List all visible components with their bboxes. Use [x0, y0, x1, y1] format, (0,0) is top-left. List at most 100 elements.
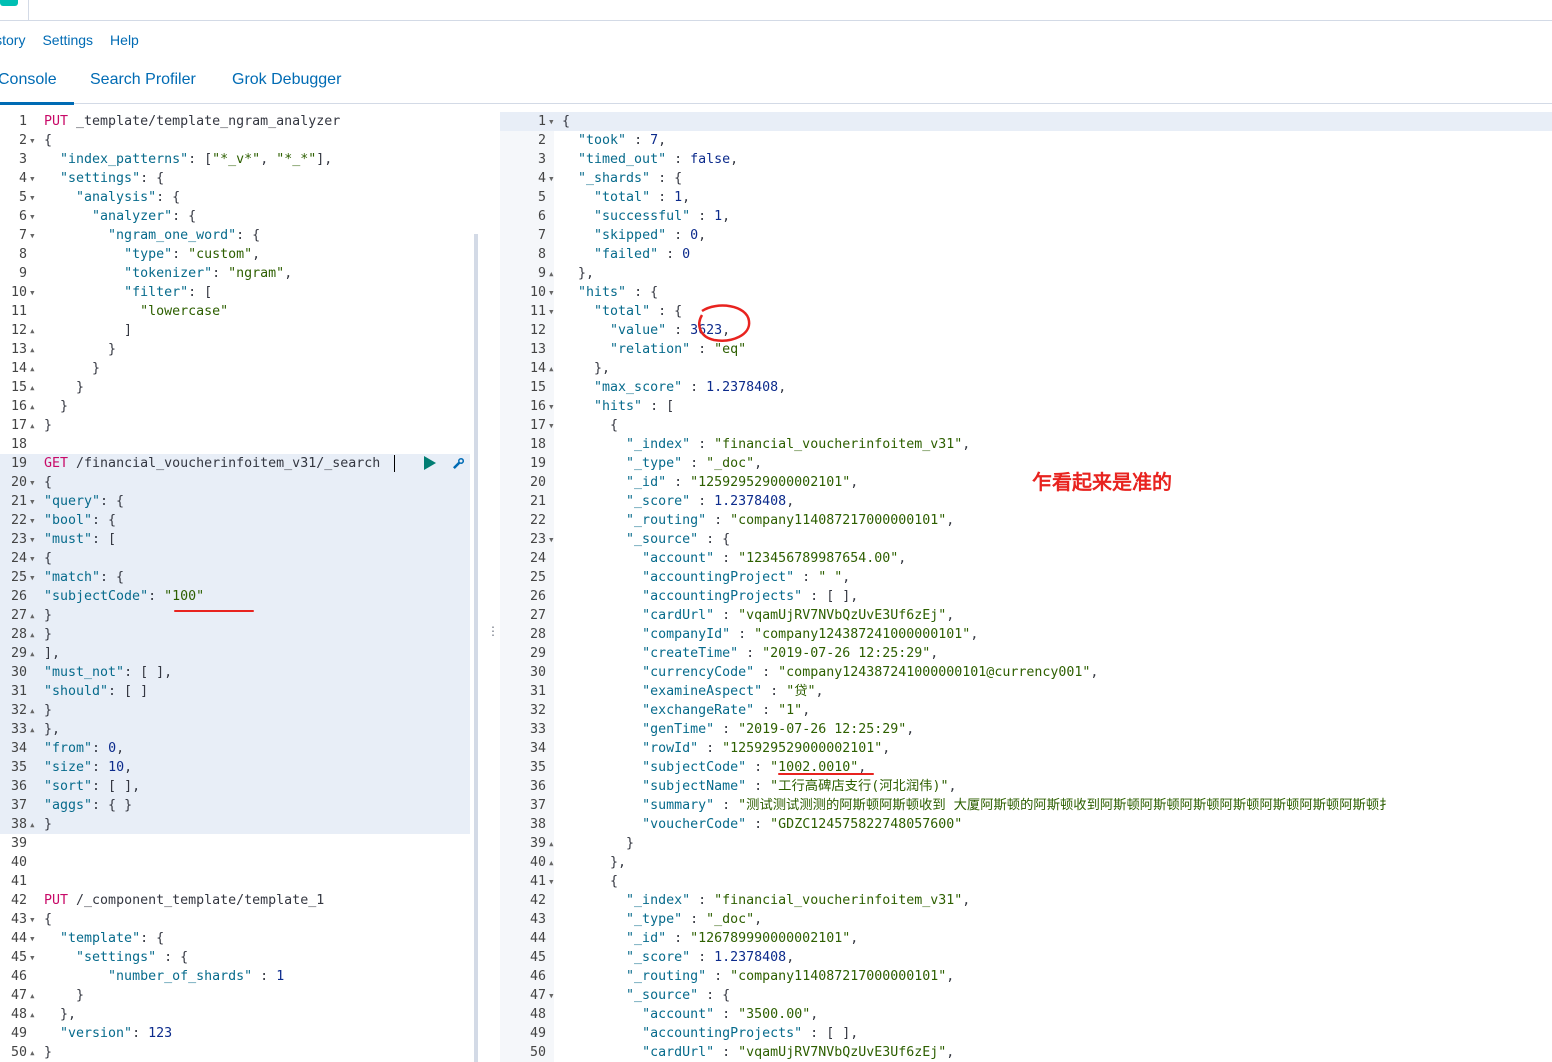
fold-toggle-icon[interactable]: ▴ [29, 704, 36, 717]
fold-toggle-icon[interactable]: ▾ [29, 533, 36, 546]
request-line[interactable]: 6▾ "analyzer": { [0, 207, 480, 226]
fold-toggle-icon[interactable]: ▾ [29, 932, 36, 945]
request-line[interactable]: 48▴ }, [0, 1005, 480, 1024]
request-line[interactable]: 44▾ "template": { [0, 929, 480, 948]
request-line[interactable]: 32▴} [0, 701, 480, 720]
fold-toggle-icon[interactable]: ▾ [29, 951, 36, 964]
request-line[interactable]: 36"sort": [ ], [0, 777, 480, 796]
request-line[interactable]: 41 [0, 872, 480, 891]
request-line[interactable]: 50▴} [0, 1043, 480, 1062]
request-line[interactable]: 9 "tokenizer": "ngram", [0, 264, 480, 283]
fold-toggle-icon[interactable]: ▴ [29, 343, 36, 356]
request-line[interactable]: 5▾ "analysis": { [0, 188, 480, 207]
fold-toggle-icon[interactable]: ▾ [548, 419, 555, 432]
fold-toggle-icon[interactable]: ▴ [29, 324, 36, 337]
request-line[interactable]: 37"aggs": { } [0, 796, 480, 815]
play-icon[interactable] [424, 456, 436, 470]
fold-toggle-icon[interactable]: ▾ [29, 514, 36, 527]
fold-toggle-icon[interactable]: ▾ [29, 495, 36, 508]
resize-grip-icon[interactable]: ⋮ [487, 624, 499, 638]
fold-toggle-icon[interactable]: ▾ [29, 913, 36, 926]
request-line[interactable]: 31"should": [ ] [0, 682, 480, 701]
fold-toggle-icon[interactable]: ▴ [29, 609, 36, 622]
fold-toggle-icon[interactable]: ▾ [29, 229, 36, 242]
request-line[interactable]: 15▴ } [0, 378, 480, 397]
fold-toggle-icon[interactable]: ▴ [548, 267, 555, 280]
request-line[interactable]: 4▾ "settings": { [0, 169, 480, 188]
fold-toggle-icon[interactable]: ▴ [29, 628, 36, 641]
request-line[interactable]: 14▴ } [0, 359, 480, 378]
fold-toggle-icon[interactable]: ▴ [29, 989, 36, 1002]
request-line[interactable]: 35"size": 10, [0, 758, 480, 777]
request-line[interactable]: 7▾ "ngram_one_word": { [0, 226, 480, 245]
fold-toggle-icon[interactable]: ▾ [29, 552, 36, 565]
request-line[interactable]: 8 "type": "custom", [0, 245, 480, 264]
fold-toggle-icon[interactable]: ▾ [548, 115, 555, 128]
tab-grok-debugger[interactable]: Grok Debugger [232, 71, 342, 88]
panel-resizer[interactable]: ⋮ [474, 104, 500, 1062]
wrench-icon[interactable] [450, 456, 466, 472]
fold-toggle-icon[interactable]: ▾ [29, 134, 36, 147]
request-line[interactable]: 12▴ ] [0, 321, 480, 340]
request-line[interactable]: 16▴ } [0, 397, 480, 416]
request-line[interactable]: 24▾{ [0, 549, 480, 568]
request-line[interactable]: 28▴} [0, 625, 480, 644]
request-line[interactable]: 25▾"match": { [0, 568, 480, 587]
menu-settings[interactable]: Settings [42, 32, 94, 48]
fold-toggle-icon[interactable]: ▴ [29, 1008, 36, 1021]
fold-toggle-icon[interactable]: ▴ [548, 856, 555, 869]
tab-console[interactable]: Console [0, 71, 57, 88]
fold-toggle-icon[interactable]: ▴ [29, 400, 36, 413]
request-line[interactable]: 23▾"must": [ [0, 530, 480, 549]
request-line[interactable]: 40 [0, 853, 480, 872]
fold-toggle-icon[interactable]: ▴ [548, 362, 555, 375]
fold-toggle-icon[interactable]: ▾ [29, 191, 36, 204]
fold-toggle-icon[interactable]: ▾ [548, 989, 555, 1002]
request-line[interactable]: 46 "number_of_shards" : 1 [0, 967, 480, 986]
fold-toggle-icon[interactable]: ▾ [29, 286, 36, 299]
request-line[interactable]: 47▴ } [0, 986, 480, 1005]
request-line[interactable]: 43▾{ [0, 910, 480, 929]
fold-toggle-icon[interactable]: ▾ [548, 533, 555, 546]
request-line[interactable]: 2▾{ [0, 131, 480, 150]
request-line[interactable]: 26"subjectCode": "100" [0, 587, 480, 606]
request-line[interactable]: 13▴ } [0, 340, 480, 359]
app-logo[interactable] [0, 0, 18, 6]
request-line[interactable]: 38▴} [0, 815, 480, 834]
request-line[interactable]: 30"must_not": [ ], [0, 663, 480, 682]
request-line[interactable]: 11 "lowercase" [0, 302, 480, 321]
fold-toggle-icon[interactable]: ▴ [29, 381, 36, 394]
fold-toggle-icon[interactable]: ▾ [29, 571, 36, 584]
fold-toggle-icon[interactable]: ▴ [548, 837, 555, 850]
fold-toggle-icon[interactable]: ▾ [548, 400, 555, 413]
fold-toggle-icon[interactable]: ▾ [548, 305, 555, 318]
request-line[interactable]: 27▴} [0, 606, 480, 625]
fold-toggle-icon[interactable]: ▴ [29, 419, 36, 432]
request-line[interactable]: 39 [0, 834, 480, 853]
fold-toggle-icon[interactable]: ▾ [29, 476, 36, 489]
menu-help[interactable]: Help [110, 32, 139, 48]
fold-toggle-icon[interactable]: ▾ [548, 172, 555, 185]
request-line[interactable]: 18 [0, 435, 480, 454]
request-line[interactable]: 34"from": 0, [0, 739, 480, 758]
request-scrollbar[interactable] [474, 234, 478, 1062]
request-line[interactable]: 29▴], [0, 644, 480, 663]
menu-history[interactable]: istory [0, 32, 26, 48]
fold-toggle-icon[interactable]: ▾ [29, 172, 36, 185]
request-line[interactable]: 20▾{ [0, 473, 480, 492]
request-line[interactable]: 10▾ "filter": [ [0, 283, 480, 302]
fold-toggle-icon[interactable]: ▴ [29, 723, 36, 736]
request-line[interactable]: 3 "index_patterns": ["*_v*", "*_*"], [0, 150, 480, 169]
request-line[interactable]: 21▾"query": { [0, 492, 480, 511]
request-line[interactable]: 49 "version": 123 [0, 1024, 480, 1043]
tab-search-profiler[interactable]: Search Profiler [90, 71, 196, 88]
fold-toggle-icon[interactable]: ▾ [548, 286, 555, 299]
fold-toggle-icon[interactable]: ▴ [29, 362, 36, 375]
request-line[interactable]: 33▴}, [0, 720, 480, 739]
request-line[interactable]: 17▴} [0, 416, 480, 435]
request-line[interactable]: 45▾ "settings" : { [0, 948, 480, 967]
